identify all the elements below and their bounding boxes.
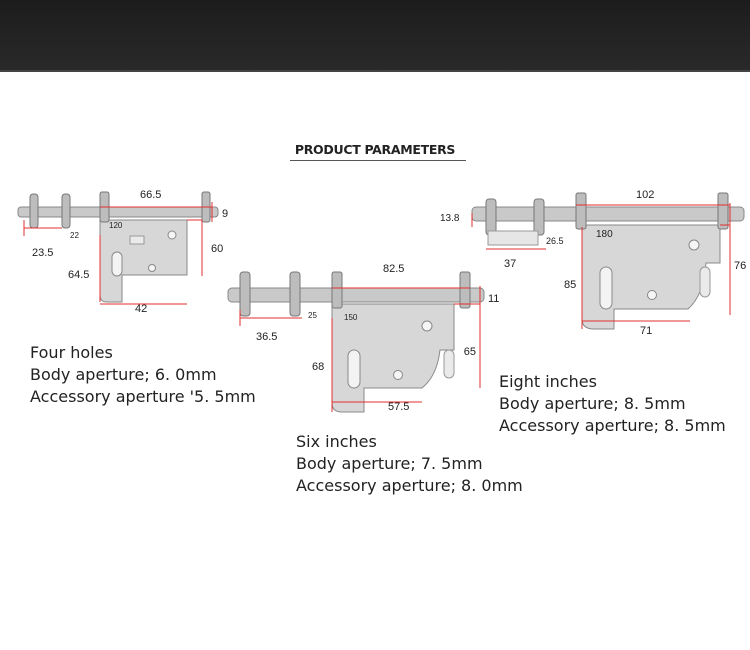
specs-six-inch: Six inches Body aperture; 7. 5mm Accesso… bbox=[296, 431, 523, 497]
dim-inner-length: 120 bbox=[109, 221, 123, 230]
dim-total-length: 102 bbox=[636, 189, 654, 201]
dim-inner-length: 150 bbox=[344, 313, 358, 322]
spec-size: Six inches bbox=[296, 432, 377, 451]
specs-small: Four holes Body aperture; 6. 0mm Accesso… bbox=[30, 342, 256, 408]
dim-plate-width: 42 bbox=[135, 303, 147, 315]
spec-size: Eight inches bbox=[499, 372, 597, 391]
latch-diagram-small: 66.5 9 60 23.5 22 120 64.5 42 bbox=[17, 189, 228, 315]
spec-body-aperture: Body aperture; 7. 5mm bbox=[296, 454, 483, 473]
dim-total-length: 82.5 bbox=[383, 263, 404, 275]
dim-knob-length: 23.5 bbox=[32, 247, 53, 259]
dim-plate-height: 60 bbox=[211, 243, 223, 255]
header-banner bbox=[0, 0, 750, 72]
dim-plate-height: 76 bbox=[734, 260, 746, 272]
dim-knob-width: 25 bbox=[308, 311, 317, 320]
latch-diagram-six-inch: 82.5 11.8 65 36.5 25 150 68 57.5 bbox=[227, 263, 500, 413]
spec-body-aperture: Body aperture; 8. 5mm bbox=[499, 394, 686, 413]
spec-size: Four holes bbox=[30, 343, 113, 362]
dim-knob-height: 85 bbox=[564, 279, 576, 291]
dim-bolt-diameter: 11.8 bbox=[488, 293, 500, 305]
spec-accessory-aperture: Accessory aperture; 8. 5mm bbox=[499, 416, 726, 435]
dim-knob-height: 68 bbox=[312, 361, 324, 373]
spec-accessory-aperture: Accessory aperture '5. 5mm bbox=[30, 387, 256, 406]
page-title: PRODUCT PARAMETERS bbox=[294, 142, 456, 157]
dim-plate-height: 65 bbox=[464, 346, 476, 358]
dim-inner-length: 180 bbox=[596, 229, 613, 240]
latch-diagram-eight-inch: 102 13.8 76 37 26.5 180 85 71 bbox=[440, 189, 746, 337]
title-underline bbox=[290, 160, 466, 161]
dim-bolt-diameter: 9 bbox=[222, 208, 228, 220]
spec-body-aperture: Body aperture; 6. 0mm bbox=[30, 365, 217, 384]
dim-total-length: 66.5 bbox=[140, 189, 161, 201]
dim-bolt-diameter: 13.8 bbox=[440, 213, 460, 224]
dim-knob-length: 37 bbox=[504, 258, 516, 270]
spec-accessory-aperture: Accessory aperture; 8. 0mm bbox=[296, 476, 523, 495]
dim-knob-length: 36.5 bbox=[256, 331, 277, 343]
specs-eight-inch: Eight inches Body aperture; 8. 5mm Acces… bbox=[499, 371, 726, 437]
dim-plate-width: 71 bbox=[640, 325, 652, 337]
dim-knob-width: 22 bbox=[70, 231, 79, 240]
dim-knob-height: 64.5 bbox=[68, 269, 89, 281]
dim-knob-width: 26.5 bbox=[546, 236, 564, 246]
dim-plate-width: 57.5 bbox=[388, 401, 409, 413]
